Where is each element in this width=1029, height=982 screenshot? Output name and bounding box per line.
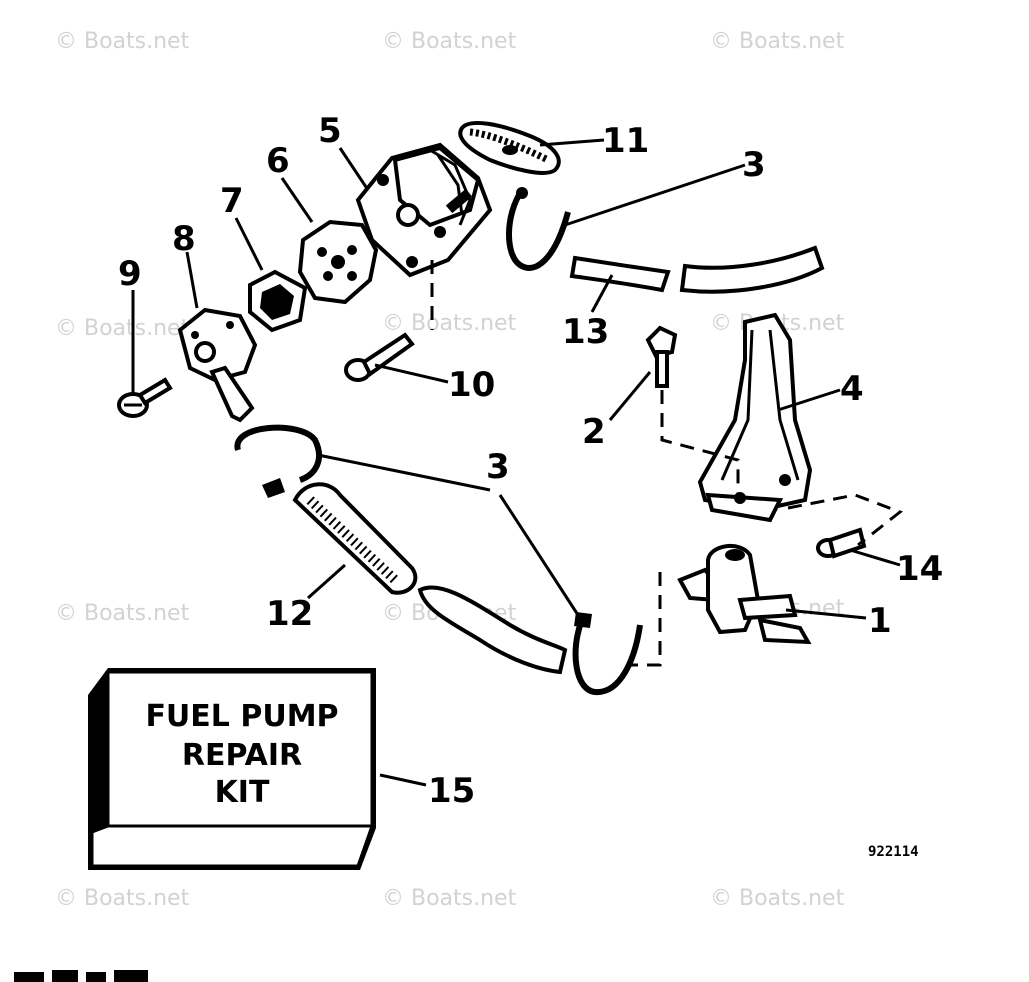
part-8-pump-cover	[177, 307, 258, 423]
part-3-clamp-upper	[506, 187, 571, 271]
callouts: 1 2 3 3 4 5 6 7 8 9 10 11 12 13 14 15	[118, 111, 943, 811]
part-6-diaphragm	[297, 219, 379, 305]
part-12-hose-lower	[417, 585, 568, 675]
callout-12: 12	[266, 594, 313, 634]
part-3-clamp-lower-left	[234, 424, 322, 498]
cropped-heading-fragment	[14, 970, 148, 982]
callout-9: 9	[118, 254, 142, 294]
part-2-bolt	[645, 325, 678, 388]
watermark: © Boats.net	[55, 29, 190, 54]
diagram-number: 922114	[868, 844, 919, 860]
callout-8: 8	[172, 219, 196, 259]
callout-10: 10	[448, 365, 495, 405]
callout-11: 11	[602, 121, 649, 161]
watermark: © Boats.net	[382, 29, 517, 54]
callout-3-upper: 3	[742, 145, 766, 185]
watermark: © Boats.net	[710, 29, 845, 54]
callout-2: 2	[582, 412, 606, 452]
callout-4: 4	[840, 369, 864, 409]
kit-box-line-1: FUEL PUMP	[145, 699, 338, 734]
callout-3-lower: 3	[486, 447, 510, 487]
part-1-shutoff-valve	[677, 544, 812, 645]
watermark: © Boats.net	[710, 886, 845, 911]
part-4-bracket	[697, 312, 813, 523]
part-5-pump-body	[355, 142, 493, 278]
callout-1: 1	[868, 601, 892, 641]
watermark: © Boats.net	[55, 886, 190, 911]
callout-6: 6	[266, 141, 290, 181]
callout-5: 5	[318, 111, 342, 151]
watermark: © Boats.net	[55, 601, 190, 626]
kit-box-line-2: REPAIR	[182, 738, 302, 773]
watermark: © Boats.net	[382, 886, 517, 911]
part-11-gasket	[458, 120, 561, 175]
part-15-repair-kit-box: FUEL PUMP REPAIR KIT	[88, 668, 376, 870]
callout-7: 7	[220, 181, 244, 221]
assembly-dashed-lines	[430, 260, 904, 667]
kit-box-line-3: KIT	[215, 775, 270, 810]
callout-13: 13	[562, 312, 609, 352]
part-12-fuel-filter	[292, 482, 418, 595]
part-7-gasket	[248, 269, 308, 333]
part-14-screw	[816, 527, 867, 559]
callout-14: 14	[896, 549, 943, 589]
leader-lines	[131, 138, 901, 787]
watermark: © Boats.net	[382, 311, 517, 336]
part-10-screw	[344, 332, 415, 382]
part-3-clamp-lower-right	[572, 612, 643, 695]
part-9-screw	[117, 377, 173, 418]
callout-15: 15	[428, 771, 475, 811]
part-13-hose	[569, 245, 825, 294]
watermark: © Boats.net	[55, 316, 190, 341]
